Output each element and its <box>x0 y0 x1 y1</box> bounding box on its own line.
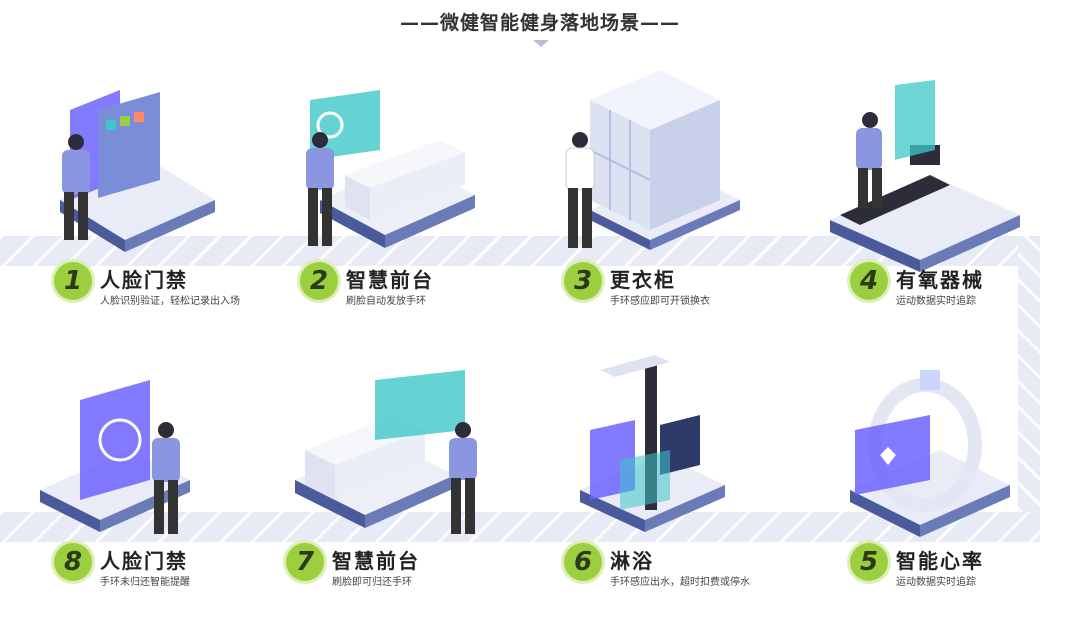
scene-name: 智能心率 <box>896 549 984 573</box>
step-number-badge: 3 <box>564 262 602 300</box>
treadmill-icon <box>840 80 950 225</box>
step-number-badge: 5 <box>850 543 888 581</box>
step-number-badge: 8 <box>54 543 92 581</box>
scene-name: 更衣柜 <box>610 268 676 292</box>
page-title: ——微健智能健身落地场景—— <box>399 12 680 34</box>
step-number-badge: 1 <box>54 262 92 300</box>
scene-desc: 运动数据实时追踪 <box>896 296 976 307</box>
scene-name: 有氧器械 <box>896 268 984 292</box>
scene-desc: 人脸识别验证，轻松记录出入场 <box>100 296 240 307</box>
locker-icon <box>589 70 720 230</box>
scene-4-illustration <box>820 80 1040 290</box>
scene-1-illustration <box>40 80 260 290</box>
scene-8-illustration <box>40 370 260 580</box>
scene-desc: 手环感应即可开锁换衣 <box>610 296 710 307</box>
scene-7-illustration <box>285 360 505 570</box>
scene-desc: 手环未归还智能提醒 <box>100 577 190 588</box>
scene-desc: 手环感应出水，超时扣费或停水 <box>610 577 750 588</box>
step-number-badge: 2 <box>300 262 338 300</box>
shower-icon <box>590 355 700 510</box>
title-caret-icon <box>533 40 549 47</box>
scene-name: 智慧前台 <box>346 268 434 292</box>
step-number-badge: 4 <box>850 262 888 300</box>
scene-name: 人脸门禁 <box>100 549 188 573</box>
front-desk-icon <box>305 370 465 500</box>
step-number-badge: 6 <box>564 543 602 581</box>
scene-desc: 刷脸自动发放手环 <box>346 296 426 307</box>
path-band-right <box>1018 236 1040 536</box>
scene-name: 智慧前台 <box>332 549 420 573</box>
scene-6-illustration <box>560 350 780 560</box>
scene-5-illustration <box>830 360 1050 570</box>
scene-2-illustration <box>290 80 510 290</box>
scene-desc: 刷脸即可归还手环 <box>332 577 412 588</box>
scene-desc: 运动数据实时追踪 <box>896 577 976 588</box>
scene-name: 人脸门禁 <box>100 268 188 292</box>
step-number-badge: 7 <box>286 543 324 581</box>
face-screen-icon <box>80 380 150 500</box>
scene-3-illustration <box>550 60 770 270</box>
scene-name: 淋浴 <box>610 549 654 573</box>
heart-rate-icon <box>855 370 982 512</box>
